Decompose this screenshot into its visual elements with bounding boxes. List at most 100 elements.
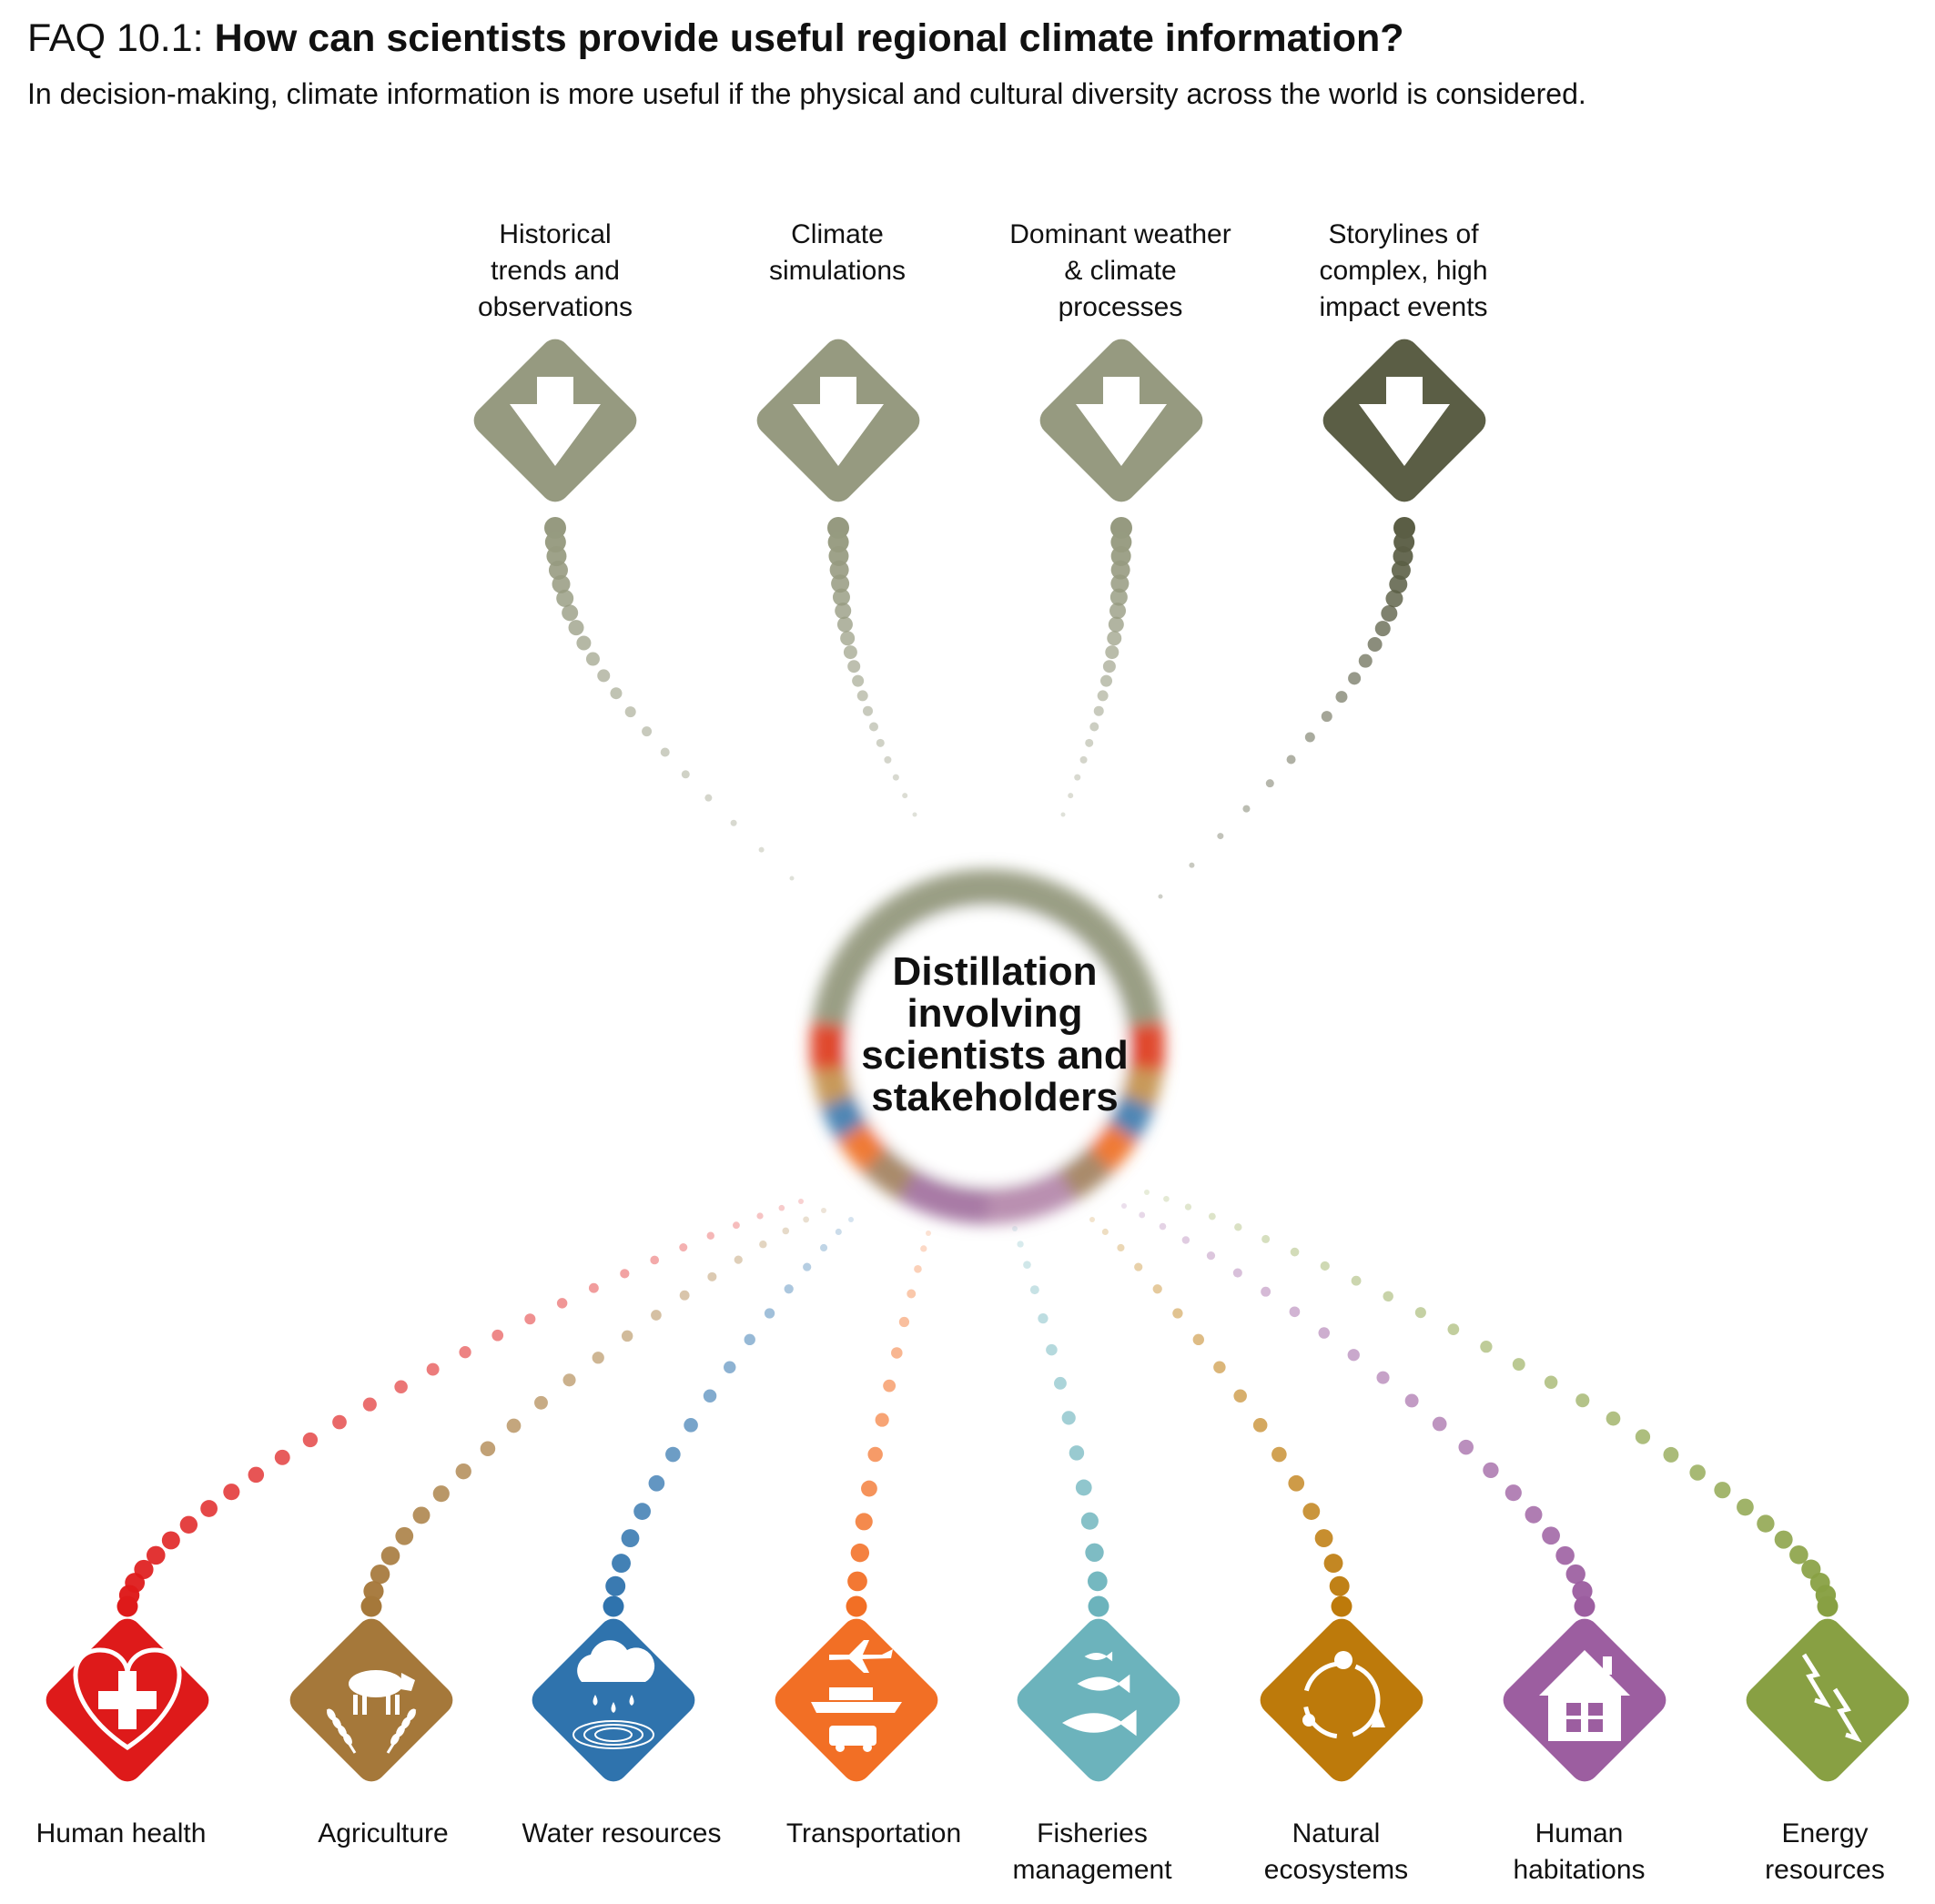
sector-label-agriculture: Agriculture bbox=[318, 1818, 449, 1848]
connector-dot bbox=[1714, 1482, 1731, 1499]
connector-dot bbox=[1323, 1554, 1343, 1574]
connector-dot bbox=[1737, 1498, 1754, 1516]
connector-dot bbox=[1376, 1371, 1390, 1384]
connector-dot bbox=[1110, 532, 1132, 553]
connector-dot bbox=[758, 846, 765, 853]
connector-dot bbox=[506, 1418, 522, 1433]
sector-icons bbox=[46, 1618, 1910, 1782]
connector-dot bbox=[829, 560, 849, 580]
connector-dot bbox=[1139, 1211, 1146, 1219]
connector-dot bbox=[756, 1212, 764, 1220]
connector-dot bbox=[891, 1347, 903, 1359]
connector-dot bbox=[681, 770, 690, 779]
connector-dot bbox=[1110, 560, 1130, 580]
connector-dot bbox=[1271, 1446, 1287, 1463]
connector-dot bbox=[1512, 1358, 1525, 1371]
connector-dot bbox=[1414, 1307, 1426, 1319]
connector-dot bbox=[1389, 575, 1408, 594]
connector-dot bbox=[1329, 1575, 1350, 1596]
sector-diamond bbox=[1260, 1618, 1423, 1782]
connector-dot bbox=[370, 1564, 390, 1585]
title-question: How can scientists provide useful region… bbox=[214, 16, 1404, 60]
connector-dot bbox=[907, 1289, 917, 1299]
connector-dot bbox=[1288, 1474, 1305, 1492]
connector-dot bbox=[1172, 1308, 1183, 1319]
connector-dot bbox=[585, 652, 600, 666]
source-diamond bbox=[1039, 339, 1203, 502]
connector-dot bbox=[836, 616, 853, 633]
connector-dot bbox=[648, 1474, 665, 1492]
connector-dot bbox=[1097, 690, 1109, 702]
connector-dot bbox=[1318, 1327, 1330, 1339]
down-arrow-icon bbox=[793, 377, 884, 466]
connector-dot bbox=[1100, 674, 1113, 687]
connector-dot bbox=[1320, 1261, 1330, 1271]
connector-dot bbox=[1234, 1223, 1242, 1231]
connector-dot bbox=[855, 1513, 873, 1531]
connector-dot bbox=[1144, 1190, 1150, 1195]
connector-dot bbox=[744, 1333, 755, 1346]
sector-diamond bbox=[532, 1618, 695, 1782]
connector-dot bbox=[926, 1231, 931, 1236]
connector-dot bbox=[562, 604, 579, 622]
connector-dot bbox=[362, 1397, 377, 1412]
connector-dot bbox=[1302, 1503, 1321, 1520]
connector-dot bbox=[274, 1449, 290, 1465]
connector-dot bbox=[1447, 1323, 1460, 1335]
connector-dot bbox=[665, 1446, 681, 1463]
connector-dot bbox=[524, 1313, 536, 1325]
connector-dot bbox=[1383, 1291, 1393, 1302]
connector-dot bbox=[850, 1543, 870, 1563]
ecosystem-cycle-icon bbox=[1302, 1651, 1385, 1739]
connector-dot bbox=[1184, 1203, 1192, 1210]
connector-dot bbox=[592, 1352, 604, 1364]
connector-dot bbox=[1117, 1243, 1125, 1252]
connector-dot bbox=[380, 1546, 400, 1565]
connector-dot bbox=[1458, 1439, 1474, 1455]
connector-dot bbox=[1102, 660, 1116, 673]
connector-dot bbox=[556, 589, 574, 607]
source-icons bbox=[473, 339, 1486, 502]
connector-dot bbox=[884, 755, 892, 764]
connector-dot bbox=[856, 690, 868, 702]
connector-dot bbox=[867, 1446, 883, 1463]
connector-dot bbox=[730, 819, 737, 826]
connector-dot bbox=[1158, 894, 1163, 899]
down-arrow-icon bbox=[510, 377, 601, 466]
connector-dot bbox=[706, 1231, 714, 1240]
connector-dot bbox=[831, 574, 850, 593]
connector-dot bbox=[1606, 1411, 1621, 1426]
connector-dot bbox=[597, 669, 611, 683]
connector-dot bbox=[1757, 1514, 1775, 1533]
connector-dot bbox=[875, 1413, 889, 1427]
connector-dot bbox=[835, 1228, 842, 1235]
connector-dot bbox=[568, 620, 584, 636]
connector-dot bbox=[548, 560, 568, 580]
sector-diamond bbox=[289, 1618, 453, 1782]
connector-dot bbox=[1089, 1217, 1095, 1222]
connector-dot bbox=[1061, 1411, 1076, 1425]
connector-dot bbox=[1085, 738, 1094, 747]
connector-dot bbox=[1574, 1595, 1596, 1617]
connector-dot bbox=[852, 674, 865, 687]
connector-dot bbox=[843, 645, 857, 660]
connector-dot bbox=[200, 1500, 218, 1517]
connector-dot bbox=[248, 1466, 265, 1484]
sector-label-water: Water resources bbox=[522, 1818, 722, 1848]
connector-dot bbox=[1381, 604, 1398, 622]
connector-dot bbox=[1314, 1529, 1333, 1547]
connector-dot bbox=[832, 588, 850, 606]
distillation-ring bbox=[810, 869, 1165, 1224]
connector-dot bbox=[1525, 1505, 1543, 1524]
connector-dot bbox=[612, 1554, 631, 1574]
connector-dot bbox=[426, 1362, 440, 1376]
connector-dot bbox=[146, 1545, 166, 1565]
connector-dot bbox=[1159, 1222, 1167, 1231]
connector-dot bbox=[633, 1503, 651, 1520]
connector-dots bbox=[117, 517, 1839, 1617]
